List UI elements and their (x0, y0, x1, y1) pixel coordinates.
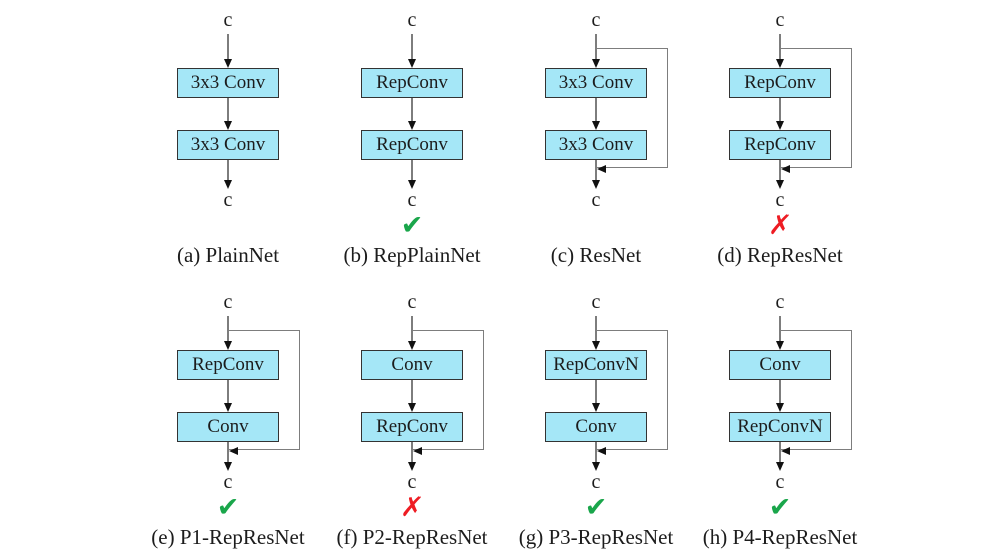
diagram-p3-represnet: c RepConvN Conv c ✔ (g) P3-RepResNet (504, 290, 688, 552)
conv-block-2: RepConv (729, 130, 831, 160)
channel-in-label: c (223, 291, 233, 313)
diagram-caption: (g) P3-RepResNet (518, 525, 674, 549)
arrow-down-icon (688, 380, 872, 412)
arrow-down-icon (320, 442, 504, 471)
conv-block-1: RepConvN (545, 350, 647, 380)
diagram-p4-represnet: c Conv RepConvN c ✔ (h) P4-RepResNet (688, 290, 872, 552)
arrow-down-icon (136, 160, 320, 189)
channel-out-label: c (591, 189, 601, 211)
diagram-resnet: c 3x3 Conv 3x3 Conv c (c) ResNet (504, 8, 688, 270)
arrow-left-icon (781, 446, 790, 455)
arrow-down-icon (504, 34, 688, 68)
conv-block-1: 3x3 Conv (177, 68, 279, 98)
channel-in-label: c (407, 9, 417, 31)
residual-skip-connection (596, 330, 668, 455)
arrow-down-icon (320, 380, 504, 412)
channel-in-label: c (775, 9, 785, 31)
conv-block-2: Conv (545, 412, 647, 442)
arrow-down-icon (504, 442, 688, 471)
channel-out-label: c (223, 471, 233, 493)
arrow-down-icon (320, 316, 504, 350)
residual-skip-connection (780, 330, 852, 455)
arrow-down-icon (504, 316, 688, 350)
residual-skip-connection (780, 48, 852, 173)
conv-block-2: RepConv (361, 130, 463, 160)
arrow-down-icon (136, 98, 320, 130)
arrow-left-icon (781, 164, 790, 173)
channel-out-label: c (775, 471, 785, 493)
conv-block-2: Conv (177, 412, 279, 442)
channel-in-label: c (407, 291, 417, 313)
conv-block-1: RepConv (361, 68, 463, 98)
channel-out-label: c (591, 471, 601, 493)
diagram-caption: (b) RepPlainNet (343, 243, 481, 267)
channel-out-label: c (775, 189, 785, 211)
arrow-down-icon (688, 442, 872, 471)
conv-block-2: RepConv (361, 412, 463, 442)
arrow-down-icon (320, 98, 504, 130)
arrow-down-icon (688, 34, 872, 68)
channel-in-label: c (591, 9, 601, 31)
diagram-caption: (e) P1-RepResNet (151, 525, 305, 549)
residual-skip-connection (596, 48, 668, 173)
cross-mark-icon: ✗ (399, 492, 425, 523)
residual-skip-connection (228, 330, 300, 455)
arrow-left-icon (229, 446, 238, 455)
arrow-left-icon (413, 446, 422, 455)
arrow-down-icon (136, 380, 320, 412)
validity-mark-none (504, 211, 688, 241)
arrow-left-icon (597, 164, 606, 173)
figure-row-1: c 3x3 Conv 3x3 Conv c (a) PlainNet c Rep… (136, 8, 872, 270)
channel-out-label: c (223, 189, 233, 211)
diagram-caption: (d) RepResNet (717, 243, 843, 267)
conv-block-1: Conv (729, 350, 831, 380)
arrow-down-icon (320, 160, 504, 189)
diagram-caption: (a) PlainNet (176, 243, 280, 267)
conv-block-1: RepConv (729, 68, 831, 98)
channel-out-label: c (407, 471, 417, 493)
diagram-p2-represnet: c Conv RepConv c ✗ (f) P2-RepResNet (320, 290, 504, 552)
figure-row-2: c RepConv Conv c ✔ (e) P1-RepResNet c Co… (136, 290, 872, 552)
diagram-represnet: c RepConv RepConv c ✗ (d) RepResNet (688, 8, 872, 270)
diagram-caption: (h) P4-RepResNet (702, 525, 858, 549)
check-mark-icon: ✔ (584, 492, 608, 523)
arrow-down-icon (504, 380, 688, 412)
arrow-down-icon (688, 316, 872, 350)
check-mark-icon: ✔ (768, 492, 792, 523)
diagram-repplainnet: c RepConv RepConv c ✔ (b) RepPlainNet (320, 8, 504, 270)
arrow-down-icon (504, 160, 688, 189)
arrow-down-icon (136, 316, 320, 350)
arrow-down-icon (136, 442, 320, 471)
arrow-down-icon (688, 98, 872, 130)
channel-in-label: c (223, 9, 233, 31)
arrow-down-icon (504, 98, 688, 130)
conv-block-2: RepConvN (729, 412, 831, 442)
check-mark-icon: ✔ (216, 492, 240, 523)
channel-in-label: c (775, 291, 785, 313)
diagram-caption: (c) ResNet (550, 243, 642, 267)
conv-block-1: 3x3 Conv (545, 68, 647, 98)
arrow-left-icon (597, 446, 606, 455)
arrow-down-icon (320, 34, 504, 68)
channel-out-label: c (407, 189, 417, 211)
diagram-caption: (f) P2-RepResNet (336, 525, 488, 549)
conv-block-1: Conv (361, 350, 463, 380)
arrow-down-icon (136, 34, 320, 68)
diagram-p1-represnet: c RepConv Conv c ✔ (e) P1-RepResNet (136, 290, 320, 552)
conv-block-1: RepConv (177, 350, 279, 380)
residual-skip-connection (412, 330, 484, 455)
cross-mark-icon: ✗ (767, 210, 793, 241)
conv-block-2: 3x3 Conv (545, 130, 647, 160)
conv-block-2: 3x3 Conv (177, 130, 279, 160)
channel-in-label: c (591, 291, 601, 313)
diagram-plainnet: c 3x3 Conv 3x3 Conv c (a) PlainNet (136, 8, 320, 270)
arrow-down-icon (688, 160, 872, 189)
check-mark-icon: ✔ (400, 210, 424, 241)
validity-mark-none (136, 211, 320, 241)
